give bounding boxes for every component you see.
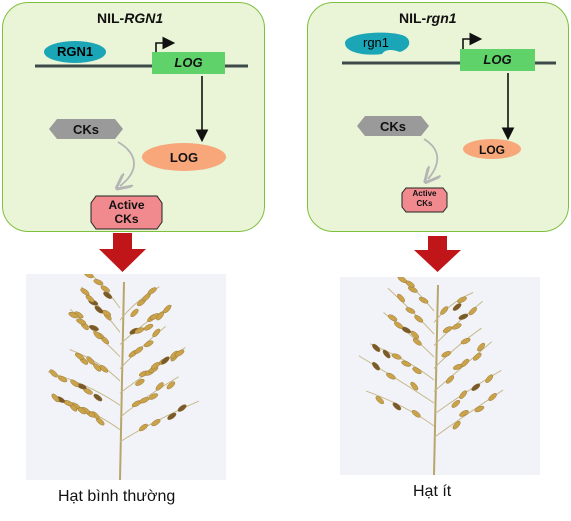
log-protein-label-left: LOG — [169, 150, 199, 165]
caption-few-grain: Hạt ít — [413, 483, 452, 500]
rgn1-mutant-protein-label: rgn1 — [362, 35, 390, 50]
log-protein-shape-left — [142, 143, 226, 171]
rgn1-mutant-protein-shape — [345, 32, 410, 55]
panel-right-title: NIL-rgn1 — [399, 10, 457, 26]
panel-left-title: NIL-RGN1 — [97, 10, 164, 26]
rice-panicle-image-left — [47, 266, 200, 481]
log-gene-box-left — [152, 52, 225, 74]
red-arrow-left — [99, 233, 146, 272]
panel-wildtype — [2, 2, 265, 232]
cks-shape-left — [49, 119, 123, 139]
active-cks-shape-right — [401, 187, 448, 213]
promoter-arrow-right — [462, 32, 483, 52]
log-gene-box-right — [460, 49, 535, 71]
rice-panicle-image-right — [358, 268, 504, 476]
panicle-photo-normal — [26, 266, 226, 481]
conversion-arrow-right — [424, 138, 437, 179]
log-protein-label-right: LOG — [479, 143, 505, 157]
promoter-arrow-left — [155, 36, 176, 56]
rgn1-protein-shape — [44, 41, 106, 63]
cks-shape-right — [357, 116, 429, 136]
cks-label-left: CKs — [72, 122, 99, 137]
conversion-arrow-left — [118, 141, 135, 186]
rgn1-protein-label: RGN1 — [56, 44, 94, 59]
panicle-photo-few — [340, 268, 540, 476]
active-cks-shape-left — [90, 195, 163, 230]
log-gene-label-left: LOG — [174, 55, 203, 70]
log-gene-label-right: LOG — [483, 52, 512, 67]
cks-label-right: CKs — [379, 119, 406, 134]
red-arrow-right — [414, 236, 461, 272]
caption-normal-grain: Hạt bình thường — [58, 488, 176, 505]
log-protein-shape-right — [463, 139, 521, 159]
